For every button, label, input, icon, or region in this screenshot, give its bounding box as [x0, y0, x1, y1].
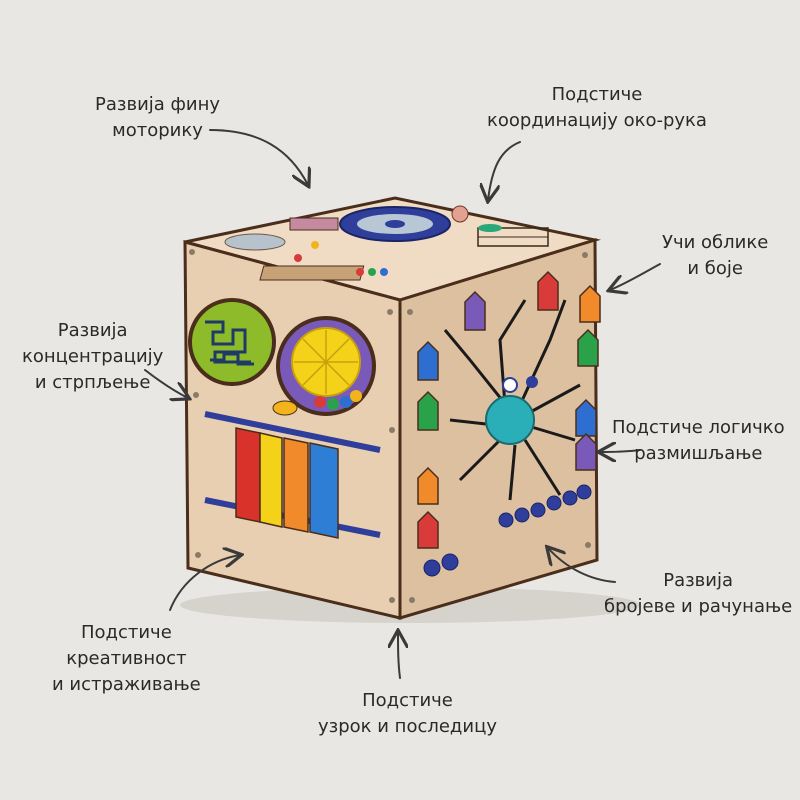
arrow-icon — [610, 263, 661, 290]
callout-arrows — [144, 129, 661, 679]
arrow-icon — [209, 129, 308, 185]
label-eye-hand: Подстиче координацију око-рука — [487, 84, 707, 131]
right-face-toys — [417, 270, 601, 577]
top-face-toys — [224, 205, 549, 281]
arrow-icon — [600, 450, 641, 452]
xylophone-icon — [235, 427, 339, 539]
arrow-icon — [398, 632, 400, 679]
arrow-icon — [548, 548, 616, 583]
label-fine-motor: Развија фину моторику — [95, 94, 221, 141]
house-icon — [417, 270, 601, 549]
gear-icon — [451, 205, 469, 223]
arrow-icon — [488, 141, 521, 200]
label-logic: Подстиче логичко размишљање — [612, 417, 785, 464]
label-creativity: Подстиче креативност и истраживање — [52, 622, 201, 695]
arrow-icon — [144, 369, 188, 398]
abacus-icon — [204, 411, 381, 453]
label-numbers: Развија бројеве и рачунање — [604, 570, 793, 617]
arrow-icon — [169, 555, 240, 611]
label-cause-effect: Подстиче узрок и последицу — [318, 690, 497, 737]
left-face-toys — [188, 298, 381, 539]
label-concentration: Развија концентрацију и стрпљење — [22, 320, 164, 393]
label-shapes-colors: Учи облике и боје — [662, 232, 769, 279]
